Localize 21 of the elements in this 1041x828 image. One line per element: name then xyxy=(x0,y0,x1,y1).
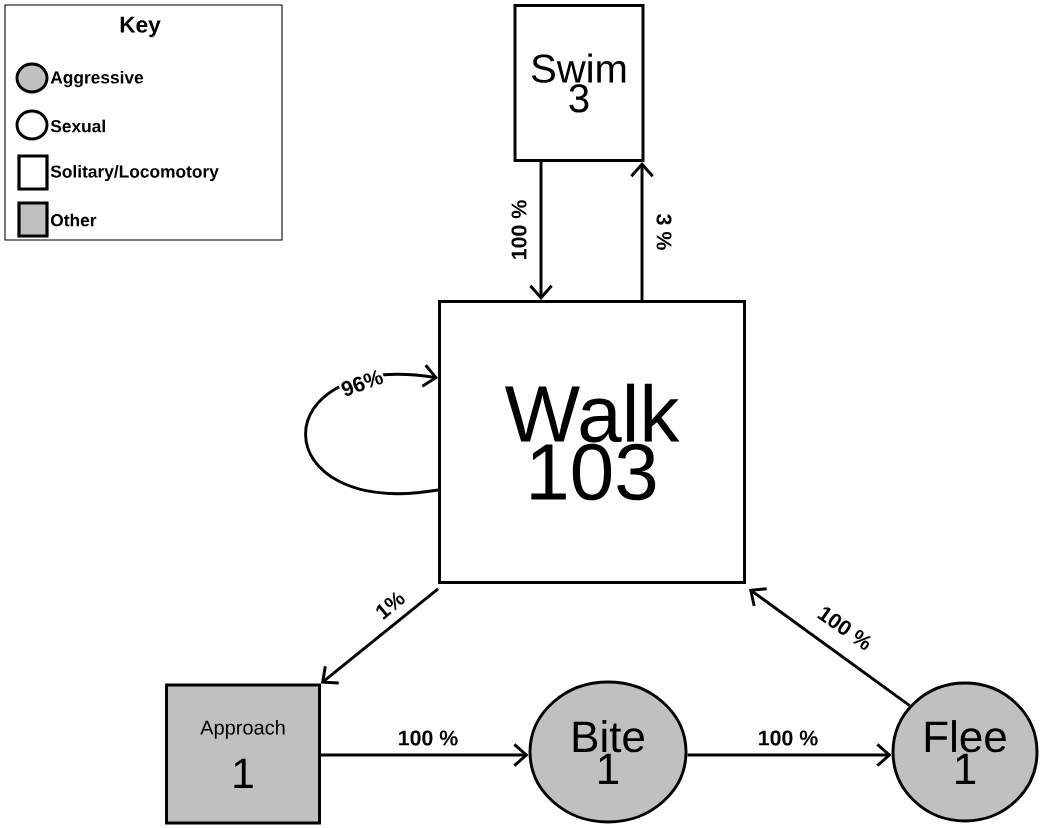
legend-title: Key xyxy=(120,16,161,38)
legend-label: Aggressive xyxy=(50,70,144,88)
edge-label: 100 % xyxy=(510,198,528,262)
arrow xyxy=(320,743,529,767)
arrow xyxy=(749,587,911,707)
state-box: Swim 3 xyxy=(513,4,645,162)
legend-label: Other xyxy=(51,213,97,227)
edge-label: 1% xyxy=(371,587,409,623)
edge-label: 100 % xyxy=(814,602,876,654)
arrow xyxy=(630,161,654,301)
edge-label: 100 % xyxy=(396,729,460,747)
state-box: Approach 1 xyxy=(165,683,321,825)
arrow xyxy=(529,161,553,301)
edge-label: 96% xyxy=(337,366,387,400)
edge-label: 100 % xyxy=(756,729,820,747)
arrow xyxy=(320,587,439,685)
state-box: Walk 103 xyxy=(438,300,746,584)
legend-label: Solitary/Locomotory xyxy=(50,164,219,182)
arrow xyxy=(687,743,892,767)
legend-label: Sexual xyxy=(50,119,105,133)
edge-label: 3 % xyxy=(655,212,673,252)
